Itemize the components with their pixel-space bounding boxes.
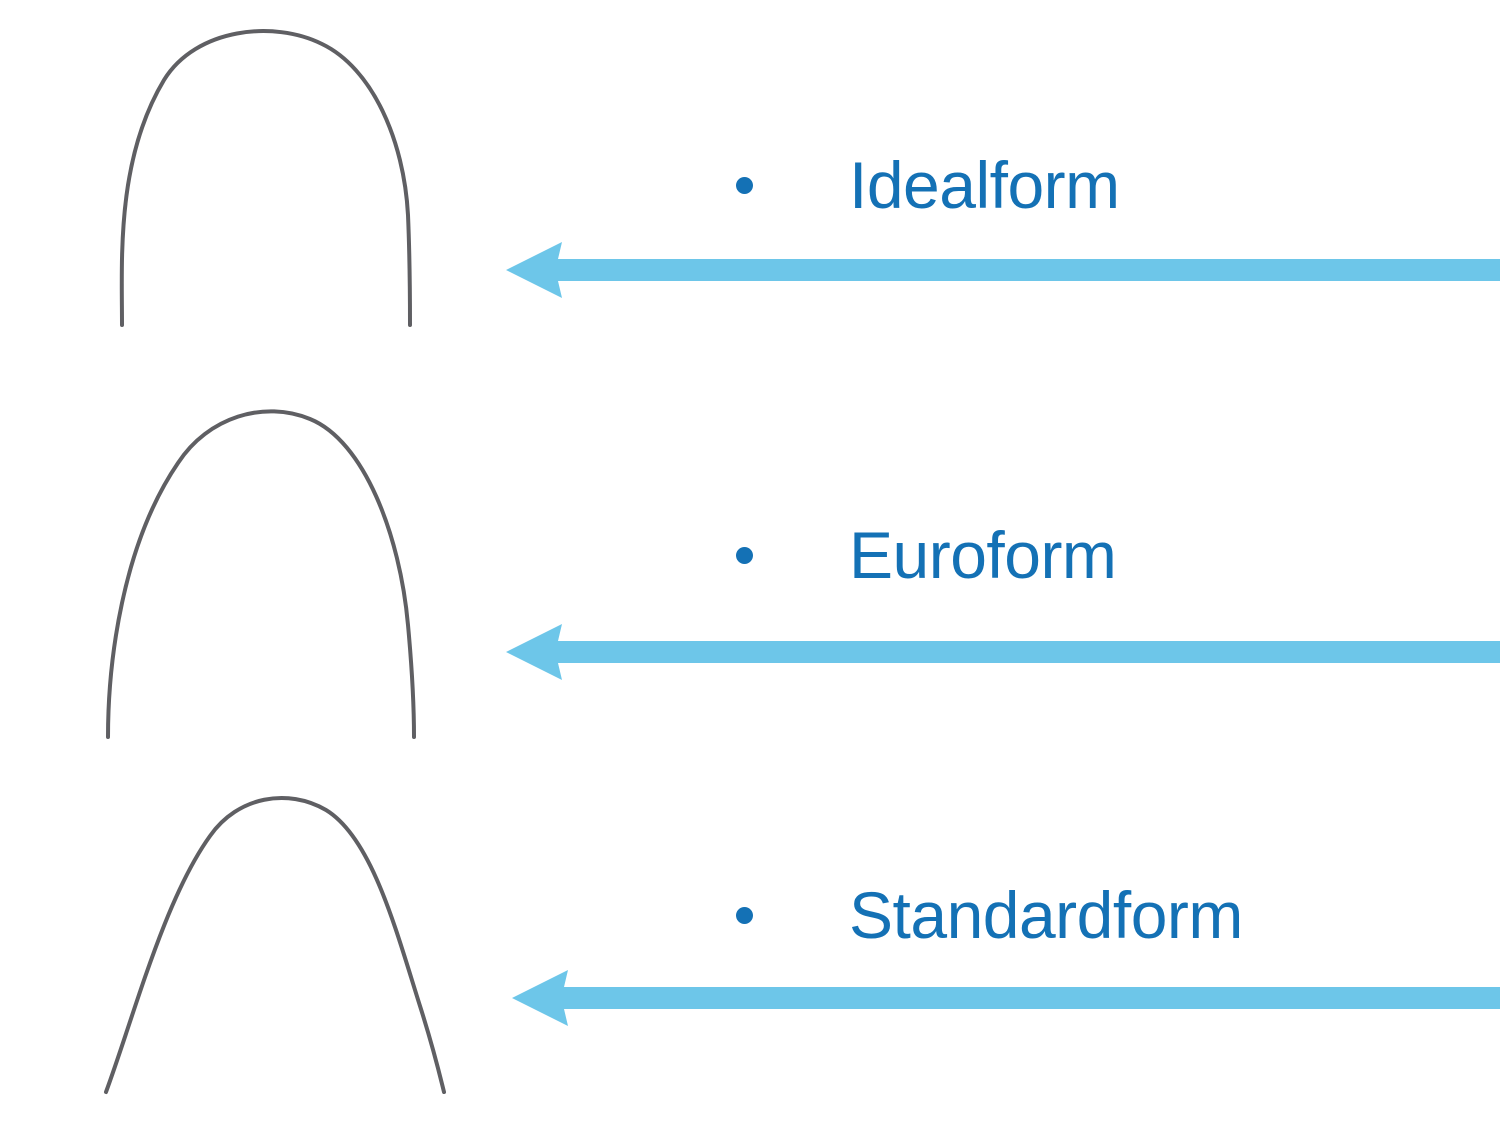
left-arrow-euroform [506, 622, 1500, 682]
arrow-left-icon [512, 970, 1500, 1026]
arrow-left-icon [506, 624, 1500, 680]
archwire-euroform-icon [106, 409, 416, 739]
arrow-left-icon [506, 242, 1500, 298]
arrow-shape [506, 242, 1500, 298]
archwire-figure-standardform [60, 780, 480, 1105]
arrow-shape [512, 970, 1500, 1026]
left-arrow-standardform [512, 968, 1500, 1028]
archwire-path [106, 409, 416, 739]
list-item-standardform[interactable]: Standardform [736, 882, 1243, 948]
arrow-shape [506, 624, 1500, 680]
archwire-figure-idealform [60, 10, 480, 340]
list-item-label: Idealform [849, 148, 1120, 222]
bullet-dot-icon [736, 546, 753, 564]
list-item-label: Euroform [849, 518, 1117, 592]
archwire-path [104, 796, 446, 1094]
list-item-euroform[interactable]: Euroform [736, 518, 1117, 592]
list-item-idealform[interactable]: Idealform [736, 152, 1120, 218]
archwire-figure-euroform [60, 395, 480, 745]
archwire-path [119, 29, 412, 327]
list-item-label: Standardform [849, 878, 1243, 952]
archwire-standardform-icon [104, 796, 446, 1094]
bullet-dot-icon [736, 906, 753, 924]
archwire-idealform-icon [119, 29, 412, 327]
left-arrow-idealform [506, 240, 1500, 300]
bullet-dot-icon [736, 176, 753, 194]
